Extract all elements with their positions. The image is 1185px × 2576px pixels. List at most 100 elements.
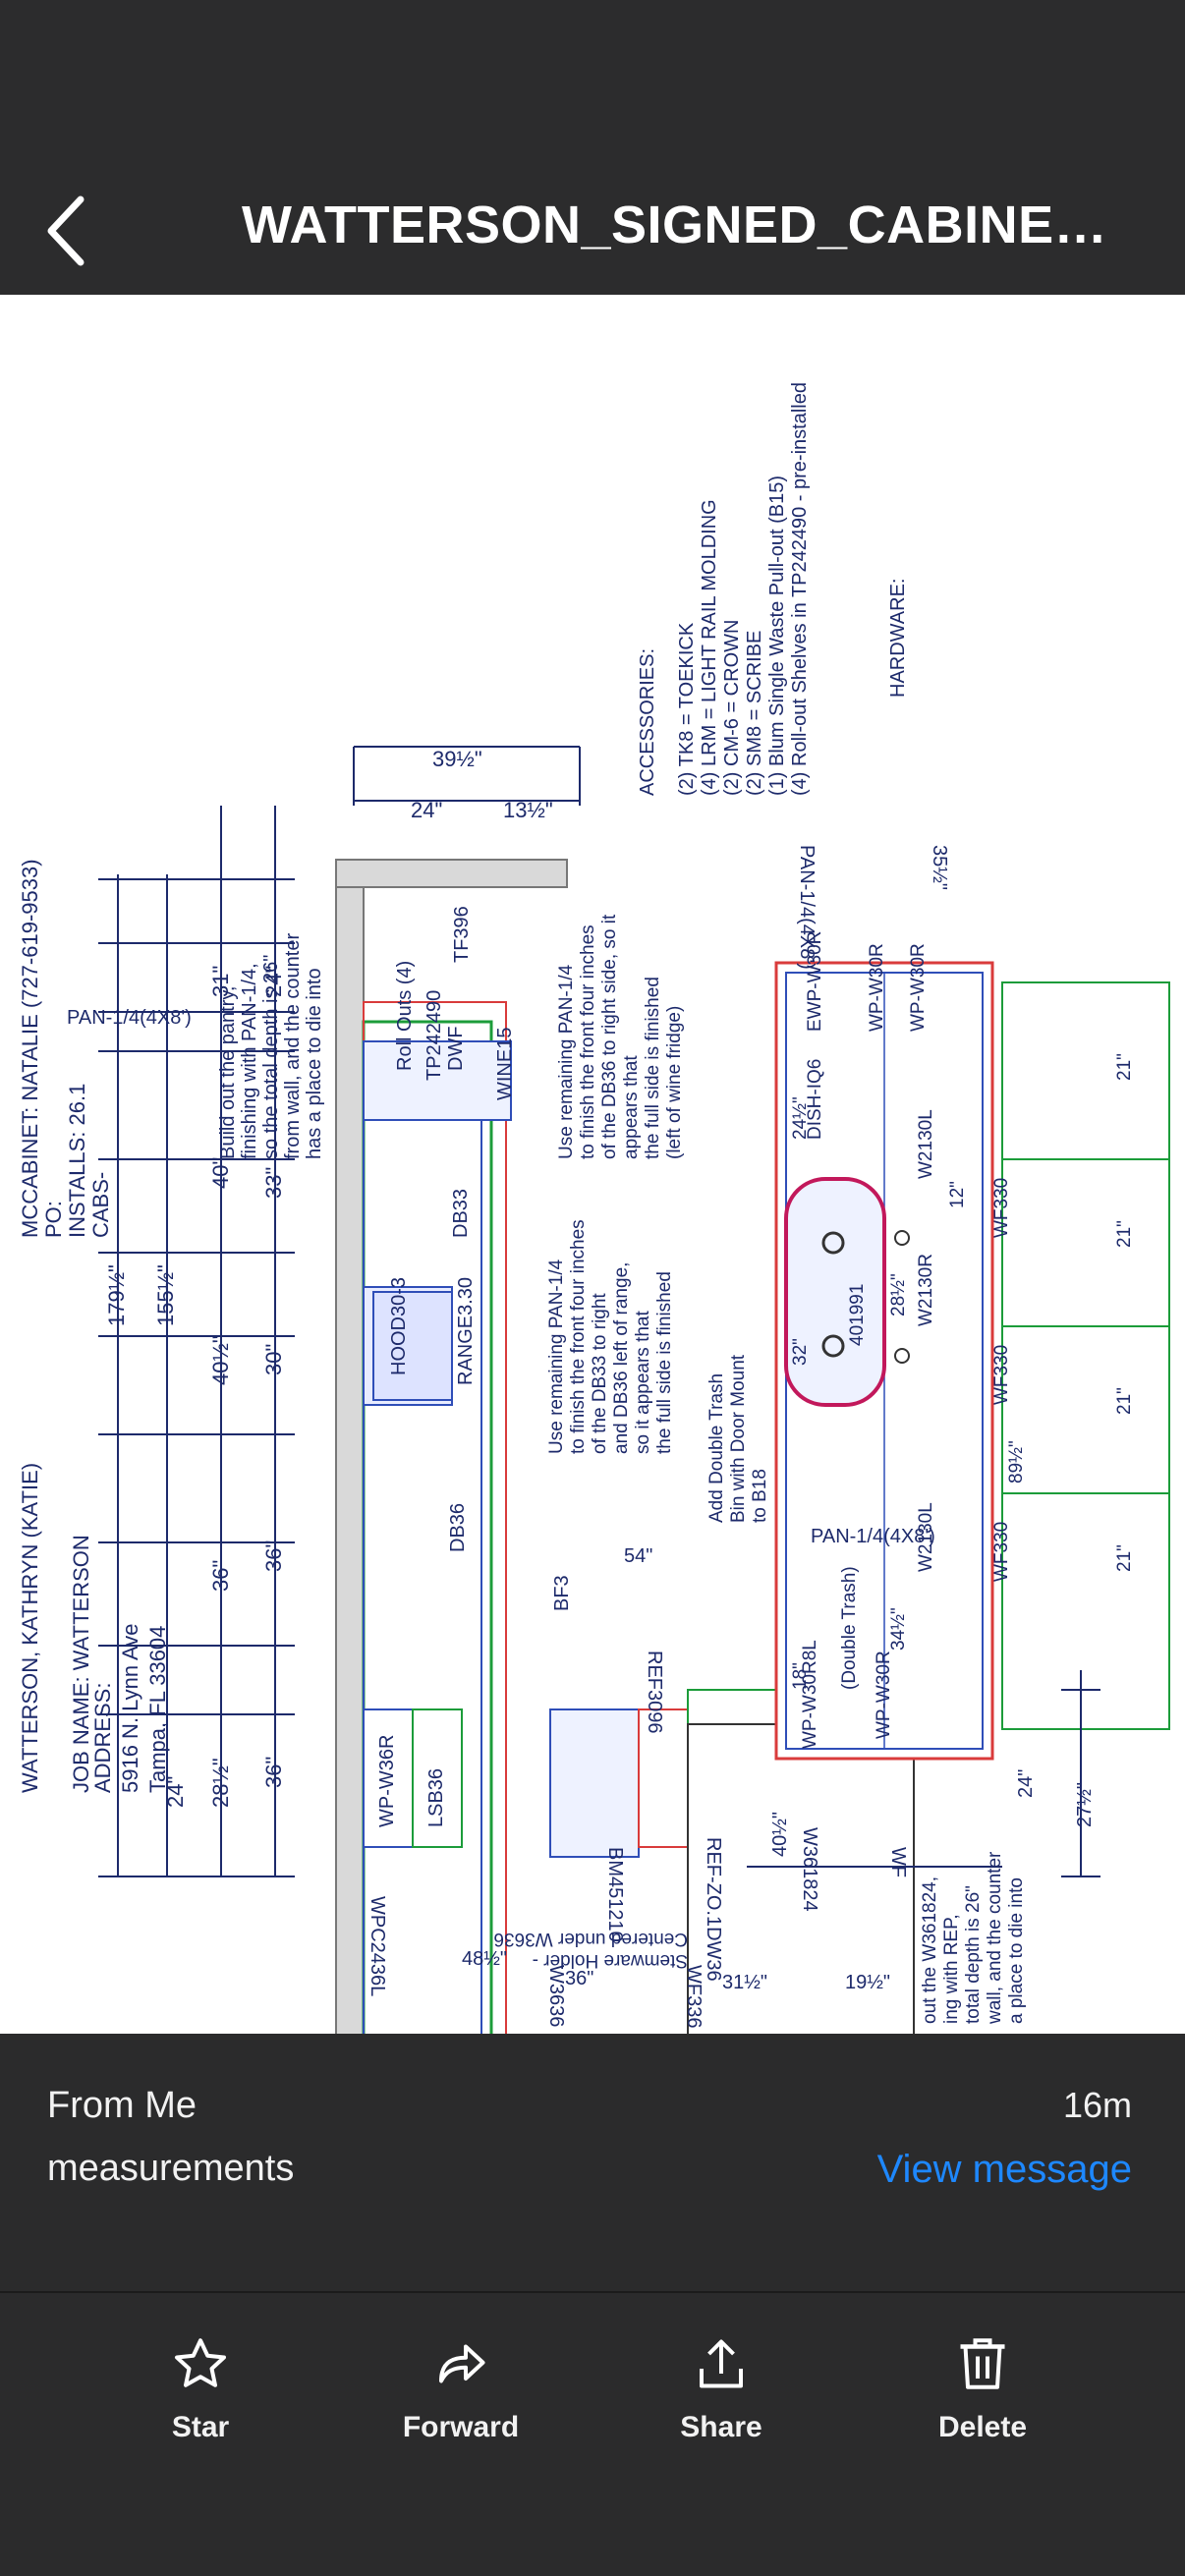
svg-text:W361824: W361824 bbox=[799, 1827, 820, 1912]
svg-text:WP-W36R: WP-W36R bbox=[376, 1735, 398, 1827]
svg-text:a place to die into: a place to die into bbox=[1006, 1877, 1027, 2024]
svg-text:HARDWARE:: HARDWARE: bbox=[887, 579, 909, 698]
svg-text:BM451210: BM451210 bbox=[604, 1847, 626, 1942]
svg-text:WF330: WF330 bbox=[991, 1178, 1012, 1238]
svg-text:appears that: appears that bbox=[621, 1055, 642, 1159]
svg-text:24": 24" bbox=[261, 966, 286, 997]
svg-text:28½": 28½" bbox=[208, 1758, 233, 1808]
svg-text:ACCESSORIES:: ACCESSORIES: bbox=[637, 648, 658, 796]
svg-text:total depth is 26": total depth is 26" bbox=[963, 1885, 984, 2024]
svg-text:HOOD30-3: HOOD30-3 bbox=[388, 1277, 410, 1375]
share-button[interactable]: Share bbox=[623, 2334, 819, 2482]
svg-text:48½": 48½" bbox=[462, 1948, 507, 1970]
dimension-lines-left bbox=[98, 746, 581, 1877]
svg-text:(4) Roll-out Shelves in TP2424: (4) Roll-out Shelves in TP242490 - pre-i… bbox=[789, 382, 811, 796]
svg-text:REF-ZO.1DW36: REF-ZO.1DW36 bbox=[703, 1837, 724, 1982]
svg-text:40½": 40½" bbox=[769, 1812, 791, 1857]
forward-arrow-icon bbox=[439, 2344, 485, 2383]
svg-text:so the total depth is 26": so the total depth is 26" bbox=[260, 955, 282, 1159]
svg-text:36": 36" bbox=[261, 1540, 286, 1572]
client-name: WATTERSON, KATHRYN (KATIE) bbox=[18, 1463, 42, 1793]
svg-text:24½": 24½" bbox=[790, 1096, 811, 1140]
sender-label: From Me bbox=[47, 2085, 197, 2126]
message-info-panel: From Me measurements 16m View message bbox=[0, 2034, 1185, 2291]
pan-label-mid: PAN-1/4(4X8') bbox=[811, 1526, 935, 1547]
svg-text:Use remaining PAN-1/4: Use remaining PAN-1/4 bbox=[546, 1259, 567, 1454]
svg-text:(left of wine fridge): (left of wine fridge) bbox=[664, 1006, 685, 1159]
svg-text:(2) CM-6 = CROWN: (2) CM-6 = CROWN bbox=[721, 620, 743, 796]
address-line1: 5916 N. Lynn Ave bbox=[118, 1624, 142, 1793]
share-upload-icon bbox=[700, 2339, 743, 2388]
svg-text:(2) SM8 = SCRIBE: (2) SM8 = SCRIBE bbox=[744, 631, 765, 796]
svg-text:DB36: DB36 bbox=[447, 1503, 469, 1552]
star-label: Star bbox=[171, 2411, 230, 2443]
svg-text:has a place to die into: has a place to die into bbox=[304, 968, 325, 1159]
back-button[interactable] bbox=[39, 192, 98, 270]
svg-text:of the DB36 to right side, so: of the DB36 to right side, so it bbox=[599, 914, 620, 1159]
svg-text:18": 18" bbox=[790, 1662, 811, 1690]
island-labels: DISH-IQ6 401991 EWP-W30R WP-W30R WP-W30R… bbox=[790, 931, 1135, 1749]
svg-text:21": 21" bbox=[1114, 1387, 1135, 1415]
svg-text:W2130L: W2130L bbox=[916, 1109, 936, 1179]
svg-text:EWP-W30R: EWP-W30R bbox=[805, 931, 825, 1032]
svg-text:39½": 39½" bbox=[432, 747, 482, 771]
svg-text:Use remaining PAN-1/4: Use remaining PAN-1/4 bbox=[556, 964, 577, 1159]
svg-text:BF3: BF3 bbox=[551, 1575, 573, 1611]
svg-text:40½": 40½" bbox=[208, 1335, 233, 1385]
accessories-block: ACCESSORIES: (2) TK8 = TOEKICK (4) LRM =… bbox=[637, 382, 909, 796]
cabinet-run-wall bbox=[335, 859, 915, 2034]
svg-text:21": 21" bbox=[1114, 1544, 1135, 1572]
installs-text: INSTALLS: 26.1 bbox=[65, 1084, 89, 1238]
delete-button[interactable]: Delete bbox=[884, 2334, 1081, 2482]
svg-text:12": 12" bbox=[947, 1181, 968, 1208]
svg-text:24": 24" bbox=[1015, 1769, 1037, 1798]
svg-text:Stemware Holder -: Stemware Holder - bbox=[533, 1950, 688, 1971]
svg-text:the full side is finished: the full side is finished bbox=[643, 977, 663, 1159]
svg-text:WF330: WF330 bbox=[991, 1522, 1012, 1582]
mccabinet-text: MCCABINET: NATALIE (727-619-9533) bbox=[18, 859, 42, 1238]
svg-text:to B18: to B18 bbox=[750, 1469, 770, 1523]
svg-text:30": 30" bbox=[261, 1344, 286, 1375]
svg-text:out the W361824,: out the W361824, bbox=[920, 1876, 940, 2024]
svg-text:WP-W30R: WP-W30R bbox=[874, 1651, 894, 1739]
svg-text:wall, and the counter: wall, and the counter bbox=[985, 1851, 1005, 2025]
cabinet-labels: Roll Outs (4) TP242490 DWF WINE15 TF396 … bbox=[367, 906, 909, 2028]
attachment-viewer[interactable]: WATTERSON, KATHRYN (KATIE) JOB NAME: WAT… bbox=[0, 295, 1185, 2034]
svg-text:(4) LRM = LIGHT RAIL MOLDING: (4) LRM = LIGHT RAIL MOLDING bbox=[699, 499, 720, 796]
po-text: PO: bbox=[41, 1201, 66, 1238]
attachment-title: WATTERSON_SIGNED_CABINET D... bbox=[242, 196, 1126, 254]
svg-text:24": 24" bbox=[163, 1776, 188, 1808]
top-bar: WATTERSON_SIGNED_CABINET D... bbox=[0, 0, 1185, 295]
bottom-right-note: out the W361824, ing with REP, total dep… bbox=[920, 1851, 1027, 2025]
svg-text:Add Double Trash: Add Double Trash bbox=[706, 1373, 727, 1523]
island bbox=[774, 961, 1170, 1761]
star-button[interactable]: Star bbox=[102, 2334, 299, 2482]
svg-text:31": 31" bbox=[208, 966, 233, 997]
delete-label: Delete bbox=[937, 2411, 1028, 2443]
pantry-note: Build out the pantry, finishing with PAN… bbox=[217, 933, 325, 1159]
client-info-block: WATTERSON, KATHRYN (KATIE) JOB NAME: WAT… bbox=[18, 859, 170, 1793]
svg-text:W2130R: W2130R bbox=[916, 1254, 936, 1326]
svg-text:36": 36" bbox=[565, 1968, 593, 1989]
svg-text:40": 40" bbox=[208, 1157, 233, 1189]
action-bar: Star Forward Share Delete bbox=[0, 2293, 1185, 2576]
svg-text:LSB36: LSB36 bbox=[425, 1768, 447, 1827]
trash-icon bbox=[960, 2338, 1005, 2389]
svg-text:155½": 155½" bbox=[153, 1264, 178, 1326]
view-message-link[interactable]: View message bbox=[876, 2148, 1132, 2191]
svg-text:Bin with Door Mount: Bin with Door Mount bbox=[728, 1354, 749, 1523]
svg-text:WF336: WF336 bbox=[683, 1965, 705, 2028]
forward-button[interactable]: Forward bbox=[363, 2334, 559, 2482]
cabs-text: CABS- bbox=[88, 1172, 113, 1238]
svg-text:so it appears that: so it appears that bbox=[633, 1311, 653, 1454]
svg-text:(1) Blum Single Waste Pull-out: (1) Blum Single Waste Pull-out (B15) bbox=[766, 476, 788, 796]
svg-text:401991: 401991 bbox=[847, 1284, 868, 1346]
svg-text:RANGE3.30: RANGE3.30 bbox=[455, 1277, 477, 1385]
dimension-labels-left: 179½" 155½" 31" 24" 40" 33" 40½" 30" 36"… bbox=[104, 747, 553, 1808]
svg-text:13½": 13½" bbox=[503, 798, 553, 822]
forward-label: Forward bbox=[402, 2411, 520, 2443]
svg-text:32": 32" bbox=[790, 1338, 811, 1366]
svg-text:and DB36 left of range,: and DB36 left of range, bbox=[611, 1262, 632, 1454]
svg-text:TF396: TF396 bbox=[451, 906, 473, 963]
svg-text:(Double Trash): (Double Trash) bbox=[839, 1566, 860, 1690]
